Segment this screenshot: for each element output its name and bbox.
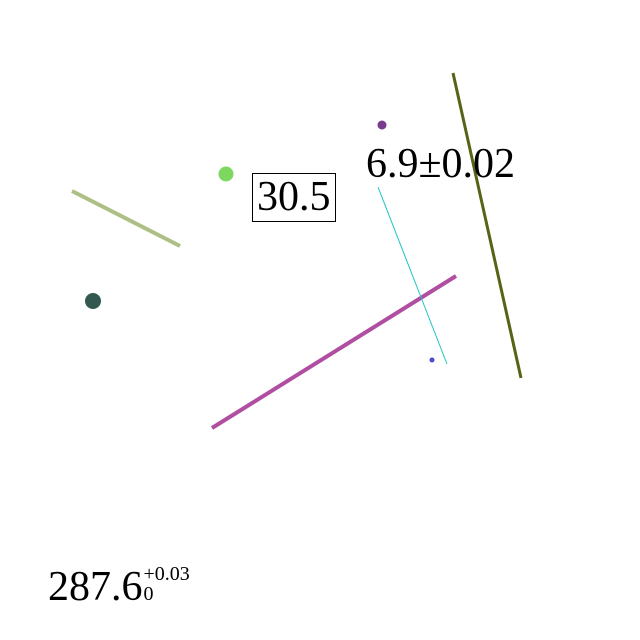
purple-dot (377, 120, 387, 130)
dark-teal-dot (85, 293, 101, 309)
scripted-value-subscript: 0 (143, 583, 154, 605)
magenta-segment (210, 274, 458, 430)
cyan-segment (377, 186, 448, 365)
olive-segment (451, 72, 523, 379)
scripted-value-superscript: +0.03 (143, 563, 190, 585)
green-dot (218, 166, 234, 182)
sage-segment (71, 189, 181, 248)
plus-minus-value-label: 6.9±0.02 (366, 141, 516, 187)
blue-dot (429, 357, 435, 363)
boxed-value-label: 30.5 (252, 173, 336, 222)
scripted-value-base: 287.6 (48, 564, 143, 610)
